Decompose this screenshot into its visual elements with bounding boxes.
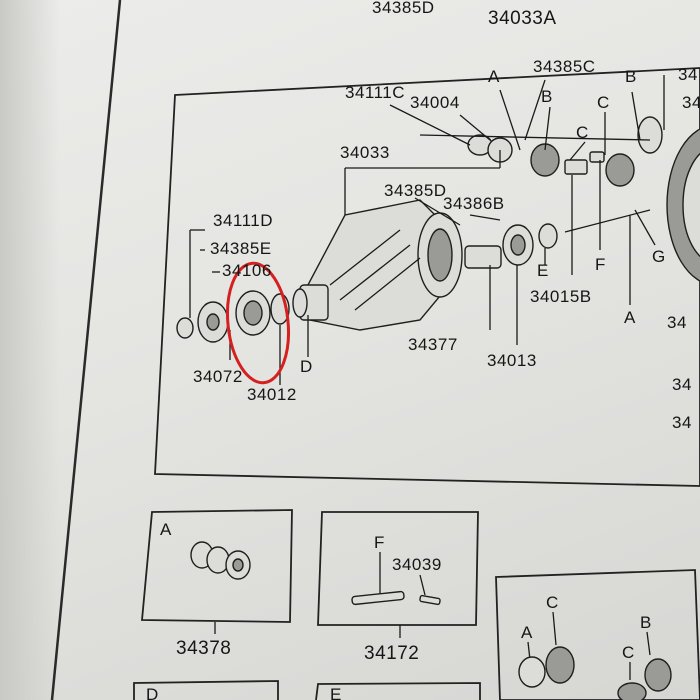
label-34106: 34106 <box>222 261 272 280</box>
sub-box-a <box>141 509 293 623</box>
bottom-box-d <box>133 680 279 700</box>
label-34385D: 34385D <box>384 181 447 200</box>
sub-box-gears-letter-a: A <box>521 623 533 642</box>
ring-gear <box>666 128 700 282</box>
label-E: E <box>537 261 549 280</box>
bearing-shaft-parts <box>464 151 651 269</box>
label-34111C: 34111C <box>345 83 405 102</box>
label-34012: 34012 <box>247 385 297 404</box>
page-edge-shadow <box>0 0 60 700</box>
label-A2: A <box>624 308 636 327</box>
label-A1: A <box>488 67 500 86</box>
sub-box-f-letter: F <box>374 533 385 552</box>
sub-box-gears-letter-c1: C <box>546 593 559 612</box>
sub-box-gears-letter-c2: C <box>622 643 635 662</box>
washer-set-icon <box>190 541 251 580</box>
label-34111D: 34111D <box>213 211 273 230</box>
label-C1: C <box>576 123 589 142</box>
highlight-circle <box>226 261 290 385</box>
page-margin-rule <box>50 0 122 700</box>
main-diagram-frame <box>154 67 700 487</box>
label-34386B: 34386B <box>443 194 505 213</box>
sub-box-f <box>317 511 479 626</box>
label-34013: 34013 <box>487 351 537 370</box>
pinion-shaft-icon <box>351 590 441 606</box>
label-34377: 34377 <box>408 335 458 354</box>
label-34172: 34172 <box>364 643 419 664</box>
label-F: F <box>595 255 606 274</box>
carrier-housing <box>299 199 463 331</box>
label-34004: 34004 <box>410 93 460 112</box>
label-D: D <box>300 357 313 376</box>
label-34015B: 34015B <box>530 287 592 306</box>
label-34039: 34039 <box>392 555 442 574</box>
side-gears <box>419 116 663 187</box>
label-G: G <box>652 247 666 266</box>
label-top-cut: 34385D <box>372 0 435 17</box>
label-34385C: 34385C <box>533 57 596 76</box>
label-C2: C <box>597 93 610 112</box>
bottom-box-d-letter: D <box>146 685 159 700</box>
label-34072: 34072 <box>193 367 243 386</box>
sub-box-gears-letter-b: B <box>640 613 652 632</box>
label-right-cut-1: 34 <box>678 65 698 84</box>
companion-flange-parts <box>176 288 308 343</box>
sub-box-gears <box>495 569 700 700</box>
bottom-box-e-letter: E <box>330 685 342 700</box>
label-right-cut-4: 34 <box>672 375 692 394</box>
label-right-cut-3: 34 <box>667 313 687 332</box>
label-right-cut-2: 34 <box>682 93 700 112</box>
label-34033A: 34033A <box>488 8 557 29</box>
bottom-box-e <box>315 682 481 700</box>
label-right-cut-5: 34 <box>672 413 692 432</box>
label-B1: B <box>541 87 553 106</box>
label-34385E: 34385E <box>210 239 272 258</box>
leader-lines <box>189 75 665 385</box>
sub-box-a-letter: A <box>160 520 172 539</box>
label-B2: B <box>625 67 637 86</box>
gear-set-icon <box>518 646 672 700</box>
label-34033: 34033 <box>340 143 390 162</box>
label-34378: 34378 <box>176 638 231 659</box>
